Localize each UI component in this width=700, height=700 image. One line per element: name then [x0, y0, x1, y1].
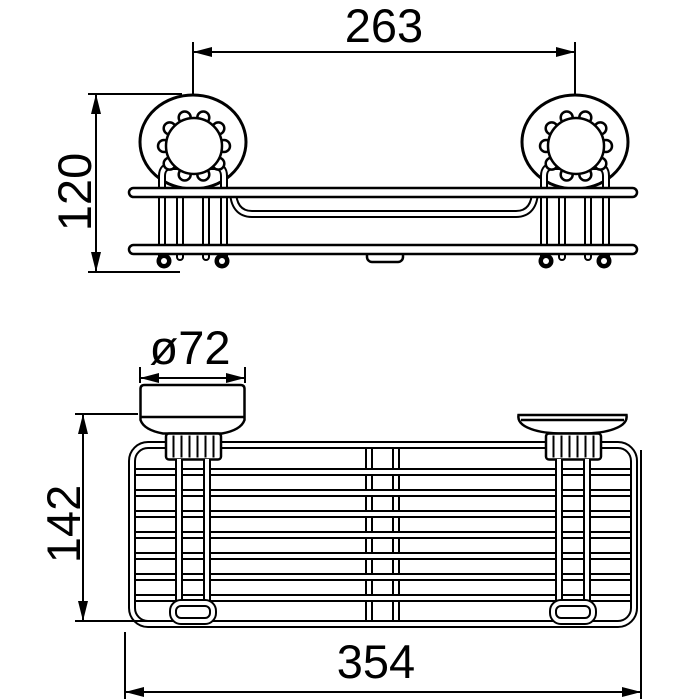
cup-nut-left — [156, 110, 232, 182]
dimension-mount-span: 263 — [192, 0, 576, 96]
front-view: 263 120 — [48, 0, 639, 273]
basket-depth-value: 142 — [37, 485, 90, 563]
mounting-collar-right — [544, 432, 603, 461]
mount-height-value: 120 — [48, 153, 101, 231]
dimension-cup-diameter: ø72 — [139, 321, 246, 383]
shelf-rail-top — [127, 186, 639, 199]
dimension-overall-width: 354 — [124, 450, 642, 699]
top-view: ø72 142 354 — [37, 321, 642, 699]
mount-span-value: 263 — [345, 0, 423, 52]
dimension-basket-depth: 142 — [37, 413, 152, 622]
shelf-rail-bottom — [127, 243, 639, 256]
basket-frame — [128, 441, 638, 628]
cup-diameter-value: ø72 — [150, 321, 231, 374]
suction-cup-top-left — [139, 383, 246, 435]
cup-nut-right — [538, 110, 614, 182]
overall-width-value: 354 — [337, 635, 415, 688]
dimension-mount-height: 120 — [48, 93, 182, 273]
mounting-collar-left — [164, 432, 223, 461]
suction-cup-top-right — [517, 413, 628, 435]
